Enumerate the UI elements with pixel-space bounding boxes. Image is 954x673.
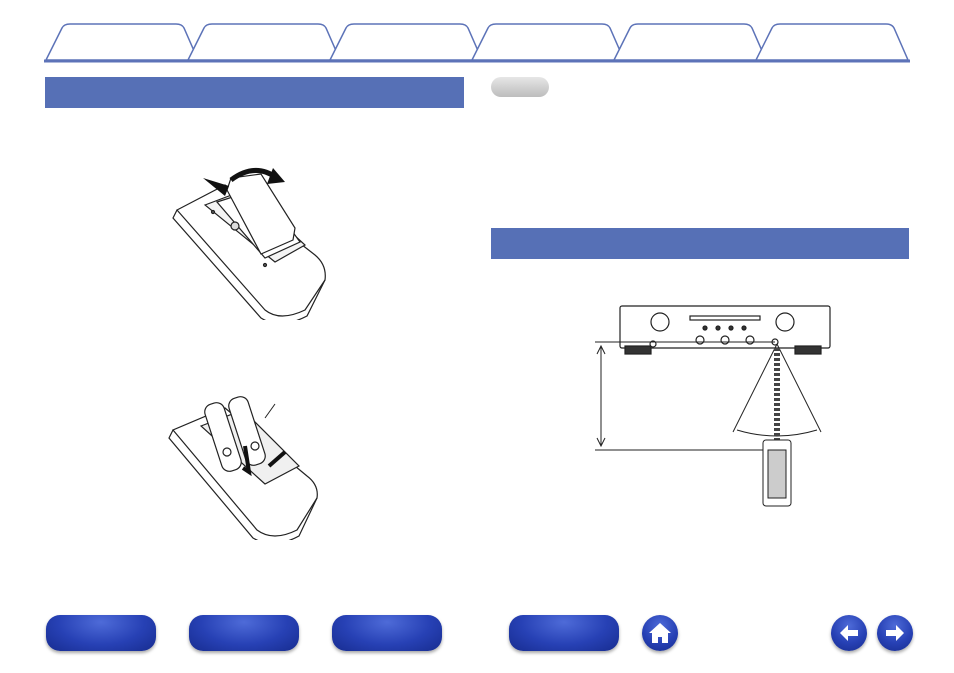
home-button[interactable] xyxy=(642,615,678,651)
tab-strip xyxy=(0,0,954,64)
arrow-down-icon xyxy=(203,178,229,196)
arrow-right-icon xyxy=(886,625,904,641)
nav-button-3[interactable] xyxy=(332,615,442,651)
nav-button-4[interactable] xyxy=(509,615,619,651)
forward-button[interactable] xyxy=(877,615,913,651)
note-badge xyxy=(491,77,549,97)
tab-strip-outline xyxy=(44,23,910,63)
section-header-left xyxy=(45,77,464,108)
home-icon xyxy=(649,623,671,643)
battery-cover-illustration xyxy=(172,168,326,320)
back-button[interactable] xyxy=(831,615,867,651)
section-header-right xyxy=(491,228,909,259)
nav-button-1[interactable] xyxy=(46,615,156,651)
nav-button-2[interactable] xyxy=(189,615,299,651)
remote-range-illustration xyxy=(595,305,831,507)
battery-insert-illustration xyxy=(168,396,318,540)
arrow-left-icon xyxy=(840,625,858,641)
